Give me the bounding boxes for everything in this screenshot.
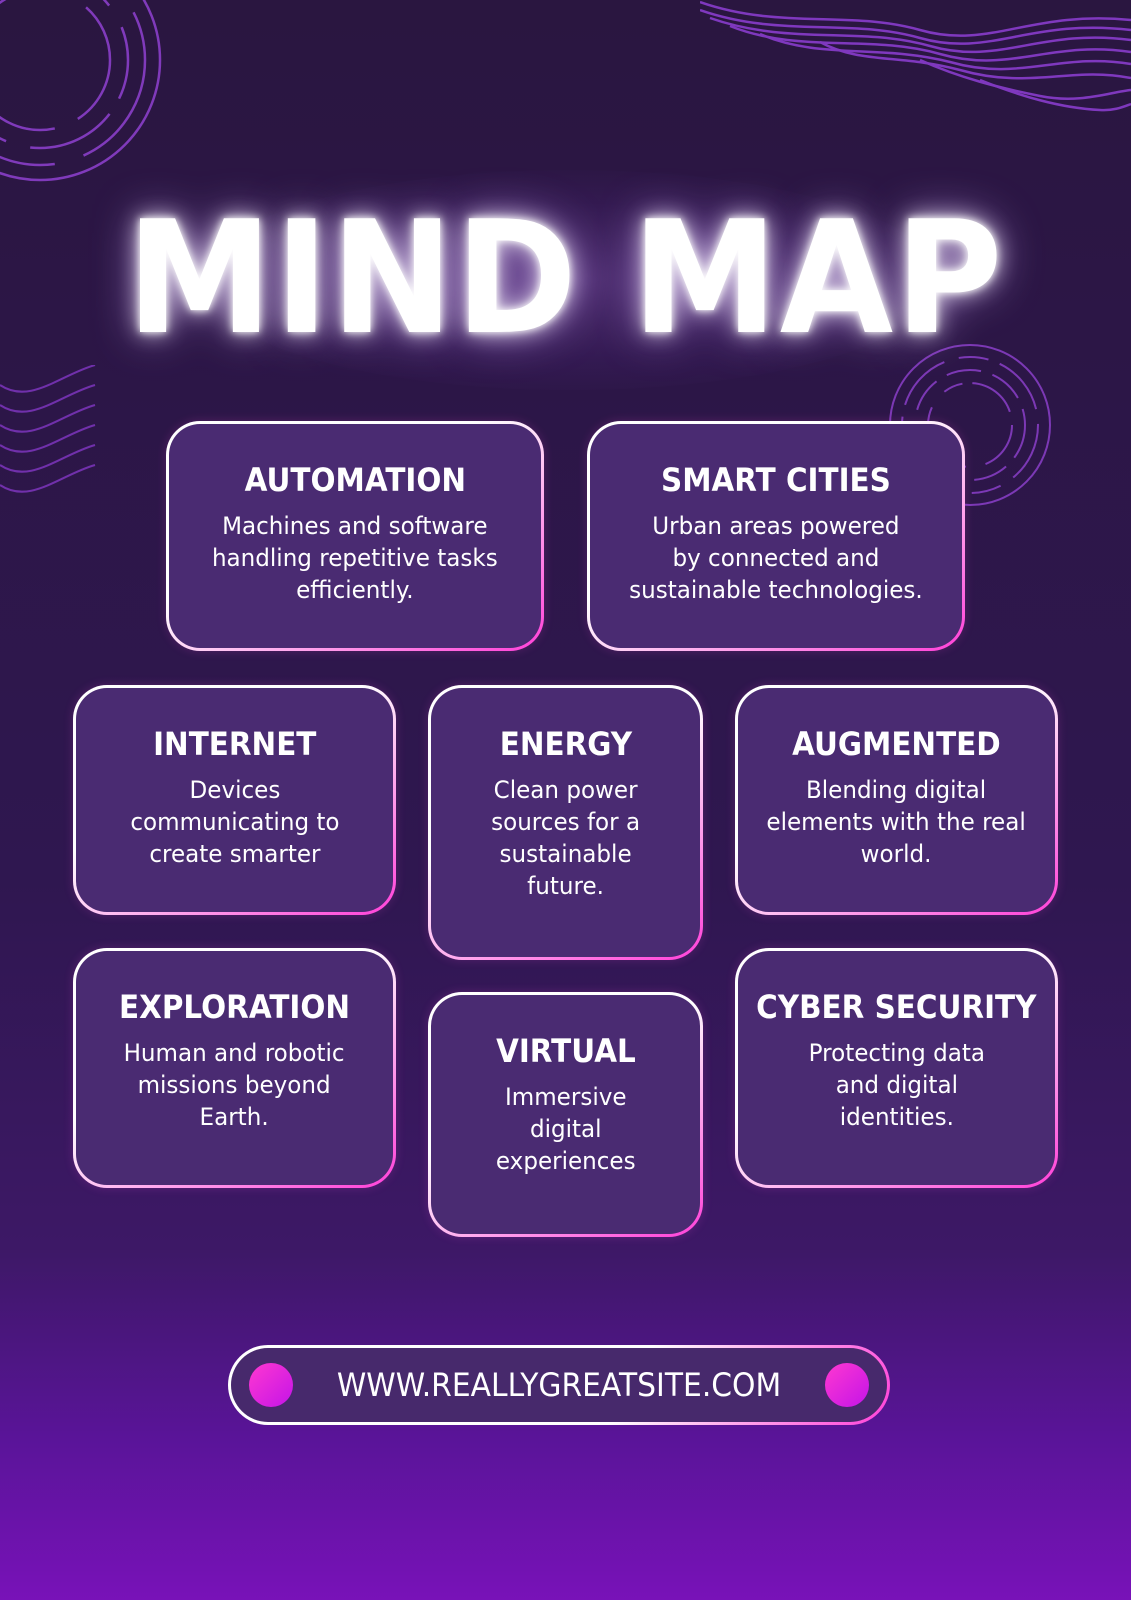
card-description: Human and robotic missions beyond Earth. bbox=[124, 1039, 345, 1131]
card-description: Immersive digital experiences bbox=[495, 1083, 636, 1175]
card-description: Devices communicating to create smarter bbox=[129, 776, 340, 868]
card-title: SMART CITIES bbox=[661, 461, 891, 499]
card-smart-cities: SMART CITIES Urban areas powered by conn… bbox=[587, 421, 965, 651]
left-wave-decoration bbox=[0, 365, 96, 493]
card-cyber-security: CYBER SECURITY Protecting data and digit… bbox=[735, 948, 1058, 1188]
card-energy: ENERGY Clean power sources for a sustain… bbox=[428, 685, 703, 960]
left-dot-icon bbox=[249, 1363, 293, 1407]
card-description: Protecting data and digital identities. bbox=[808, 1039, 985, 1131]
right-dot-icon bbox=[825, 1363, 869, 1407]
website-url-text: WWW.REALLYGREATSITE.COM bbox=[336, 1366, 782, 1404]
page-title: MIND MAP bbox=[126, 187, 1005, 369]
card-title: ENERGY bbox=[499, 725, 632, 763]
card-description: Machines and software handling repetitiv… bbox=[212, 512, 498, 604]
card-title: AUTOMATION bbox=[244, 461, 466, 499]
card-description: Urban areas powered by connected and sus… bbox=[629, 512, 923, 604]
card-internet: INTERNET Devices communicating to create… bbox=[73, 685, 396, 915]
card-title: INTERNET bbox=[152, 725, 317, 763]
website-link[interactable]: WWW.REALLYGREATSITE.COM bbox=[228, 1345, 890, 1425]
card-title: EXPLORATION bbox=[118, 988, 350, 1026]
card-title: VIRTUAL bbox=[495, 1032, 636, 1070]
circuit-rings-decoration bbox=[0, 0, 162, 182]
card-title: AUGMENTED bbox=[792, 725, 1001, 763]
card-virtual: VIRTUAL Immersive digital experiences bbox=[428, 992, 703, 1237]
card-description: Clean power sources for a sustainable fu… bbox=[491, 776, 640, 900]
card-title: CYBER SECURITY bbox=[756, 988, 1037, 1026]
card-automation: AUTOMATION Machines and software handlin… bbox=[166, 421, 544, 651]
card-augmented: AUGMENTED Blending digital elements with… bbox=[735, 685, 1058, 915]
title-glow bbox=[200, 170, 940, 390]
wave-lines-decoration bbox=[700, 0, 1131, 112]
card-description: Blending digital elements with the real … bbox=[766, 776, 1027, 868]
card-exploration: EXPLORATION Human and robotic missions b… bbox=[73, 948, 396, 1188]
